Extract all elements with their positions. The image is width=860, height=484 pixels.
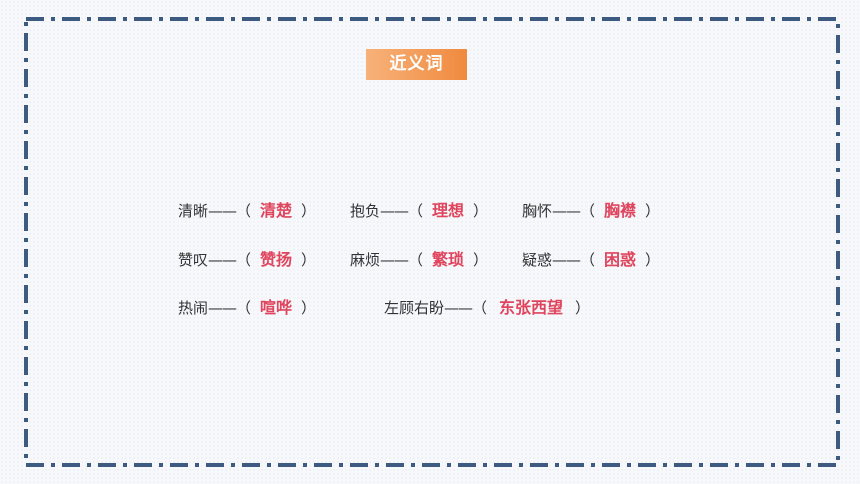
item-word: 麻烦 [350,251,381,269]
item-answer: 喧哗 [260,298,293,317]
item-word: 疑惑 [522,251,553,269]
open-paren: （ [236,299,252,317]
close-paren: ） [473,202,489,220]
item-word: 赞叹 [178,251,209,269]
item-word: 抱负 [350,202,381,220]
synonym-item: 赞叹——（ 赞扬 ） [178,248,316,272]
close-paren: ） [301,299,317,317]
open-paren: （ [236,202,252,220]
item-dash: —— [208,202,237,220]
item-dash: —— [552,202,581,220]
item-word: 清晰 [178,202,209,220]
close-paren: ） [301,251,317,269]
item-answer: 赞扬 [260,250,293,269]
item-answer: 东张西望 [499,298,564,317]
open-paren: （ [408,202,424,220]
item-dash: —— [380,251,409,269]
close-paren: ） [645,251,661,269]
synonym-item: 麻烦——（ 繁琐 ） [350,248,488,272]
synonym-item: 热闹——（ 喧哗 ） [178,296,316,320]
open-paren: （ [580,202,596,220]
item-dash: —— [208,251,237,269]
open-paren: （ [408,251,424,269]
item-dash: —— [380,202,409,220]
frame-border [24,17,840,467]
item-word: 热闹 [178,299,209,317]
synonym-item: 清晰——（ 清楚 ） [178,199,316,223]
item-dash: —— [444,299,473,317]
synonym-item: 抱负——（ 理想 ） [350,199,488,223]
synonym-item: 疑惑——（ 困惑 ） [522,248,660,272]
item-answer: 清楚 [260,201,293,220]
synonym-item: 胸怀——（ 胸襟 ） [522,199,660,223]
close-paren: ） [473,251,489,269]
dashed-frame [24,17,840,467]
open-paren: （ [236,251,252,269]
synonym-item: 左顾右盼——（ 东张西望 ） [384,296,590,320]
open-paren: （ [580,251,596,269]
close-paren: ） [301,202,317,220]
item-word: 胸怀 [522,202,553,220]
section-title-badge: 近义词 [366,49,467,80]
item-word: 左顾右盼 [384,299,445,317]
close-paren: ） [575,299,591,317]
open-paren: （ [472,299,488,317]
item-answer: 理想 [432,201,465,220]
item-answer: 困惑 [604,250,637,269]
item-answer: 胸襟 [604,201,637,220]
item-dash: —— [208,299,237,317]
item-dash: —— [552,251,581,269]
item-answer: 繁琐 [432,250,465,269]
close-paren: ） [645,202,661,220]
